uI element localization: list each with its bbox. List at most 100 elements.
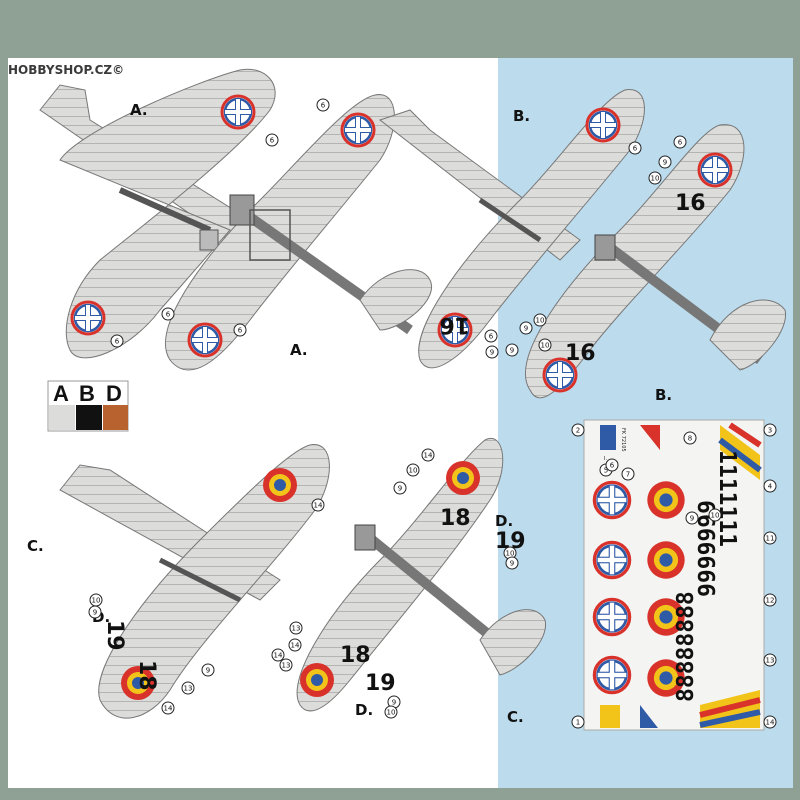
callout: 6 [673, 135, 687, 149]
callout: 13 [279, 658, 293, 672]
callout: 10 [533, 313, 547, 327]
callout: 7 [621, 467, 635, 481]
callout-label: 9 [206, 667, 210, 675]
callout-label: 5 [604, 467, 608, 475]
aircraft-b-top: 16 [378, 89, 645, 369]
callout-label: 2 [576, 427, 580, 435]
swatch-d-letter: D [106, 381, 122, 406]
callout: 12 [763, 593, 777, 607]
callout: 8 [683, 431, 697, 445]
callout: 10 [708, 508, 722, 522]
callout: 6 [316, 98, 330, 112]
decal-sheet: I. FK 72105 1111111 6666666 88888888 [583, 419, 765, 731]
callout-label: 4 [768, 483, 773, 491]
callout-label: 10 [387, 709, 396, 717]
callout: 10 [648, 171, 662, 185]
code-b1: 16 [439, 312, 470, 337]
callout-label: 6 [678, 139, 683, 147]
code-b2: 16 [675, 191, 706, 216]
callout-label: 9 [524, 325, 528, 333]
callout: 14 [421, 448, 435, 462]
callout: 9 [88, 605, 102, 619]
decal-series-label: I. [604, 456, 607, 462]
swatch-a [49, 405, 75, 430]
code-d2: 19 [102, 620, 127, 651]
callout: 9 [505, 343, 519, 357]
callout-label: 9 [490, 349, 494, 357]
callout: 14 [271, 648, 285, 662]
callout: 6 [233, 323, 247, 337]
callout-label: 14 [314, 502, 323, 510]
callout: 10 [538, 338, 552, 352]
callout-label: 6 [489, 333, 494, 341]
callout-label: 12 [766, 597, 775, 605]
callout: 6 [605, 458, 619, 472]
code-d4: 18 [340, 643, 371, 668]
variant-label: A. [290, 341, 308, 359]
swatch-a-letter: A [53, 381, 69, 406]
callout-label: 13 [766, 657, 775, 665]
callout: 6 [265, 133, 279, 147]
callout-label: 6 [115, 338, 120, 346]
callout: 9 [685, 511, 699, 525]
callout: 14 [161, 701, 175, 715]
callout-label: 9 [690, 515, 694, 523]
callout-label: 9 [93, 609, 97, 617]
callout-label: 6 [270, 137, 275, 145]
callout-label: 10 [506, 550, 515, 558]
callout: 9 [505, 556, 519, 570]
callout-label: 13 [282, 662, 291, 670]
callout-label: 10 [541, 342, 550, 350]
variant-label: B. [655, 386, 672, 404]
callout-label: 6 [321, 102, 326, 110]
callout-label: 7 [626, 471, 630, 479]
variant-label: A. [130, 101, 148, 119]
callout: 6 [628, 141, 642, 155]
callout-label: 9 [510, 560, 514, 568]
callout: 14 [763, 715, 777, 729]
callout: 9 [519, 321, 533, 335]
callout-label: 11 [766, 535, 775, 543]
decal-code-label: FK 72105 [620, 428, 626, 452]
callout: 9 [485, 345, 499, 359]
callout: 14 [311, 498, 325, 512]
callout-label: 10 [536, 317, 545, 325]
watermark: HOBBYSHOP.CZ© [8, 63, 124, 77]
callout: 9 [658, 155, 672, 169]
variant-label: D. [355, 701, 373, 719]
callout-label: 10 [92, 597, 101, 605]
callout: 13 [763, 653, 777, 667]
callout-label: 3 [768, 427, 772, 435]
callout: 9 [201, 663, 215, 677]
callout-label: 10 [711, 512, 720, 520]
callout-label: 9 [510, 347, 514, 355]
callout-label: 6 [238, 327, 243, 335]
callout-label: 9 [398, 485, 402, 493]
aircraft-a-bottom [165, 94, 433, 371]
swatch-b [76, 405, 102, 430]
callout: 10 [406, 463, 420, 477]
callout-label: 14 [274, 652, 283, 660]
code-d1: 18 [134, 660, 159, 691]
callout-label: 1 [576, 719, 580, 727]
decal-numbers-row: 1111111 [714, 450, 740, 547]
callout: 6 [110, 334, 124, 348]
callout: 10 [89, 593, 103, 607]
callout: 9 [393, 481, 407, 495]
callout-label: 6 [633, 145, 638, 153]
callout-markers: 6666666910691091091414910131410913149109… [88, 98, 777, 729]
callout-label: 9 [392, 699, 396, 707]
callout: 13 [289, 621, 303, 635]
callout-label: 10 [651, 175, 660, 183]
code-d3: 18 [440, 506, 471, 531]
callout-label: 6 [610, 462, 615, 470]
callout: 6 [484, 329, 498, 343]
callout: 1 [571, 715, 585, 729]
callout-label: 14 [424, 452, 433, 460]
callout-label: 8 [688, 435, 692, 443]
variant-label: D. [495, 512, 513, 530]
callout-label: 14 [766, 719, 775, 727]
callout: 2 [571, 423, 585, 437]
variant-label: C. [507, 708, 524, 726]
